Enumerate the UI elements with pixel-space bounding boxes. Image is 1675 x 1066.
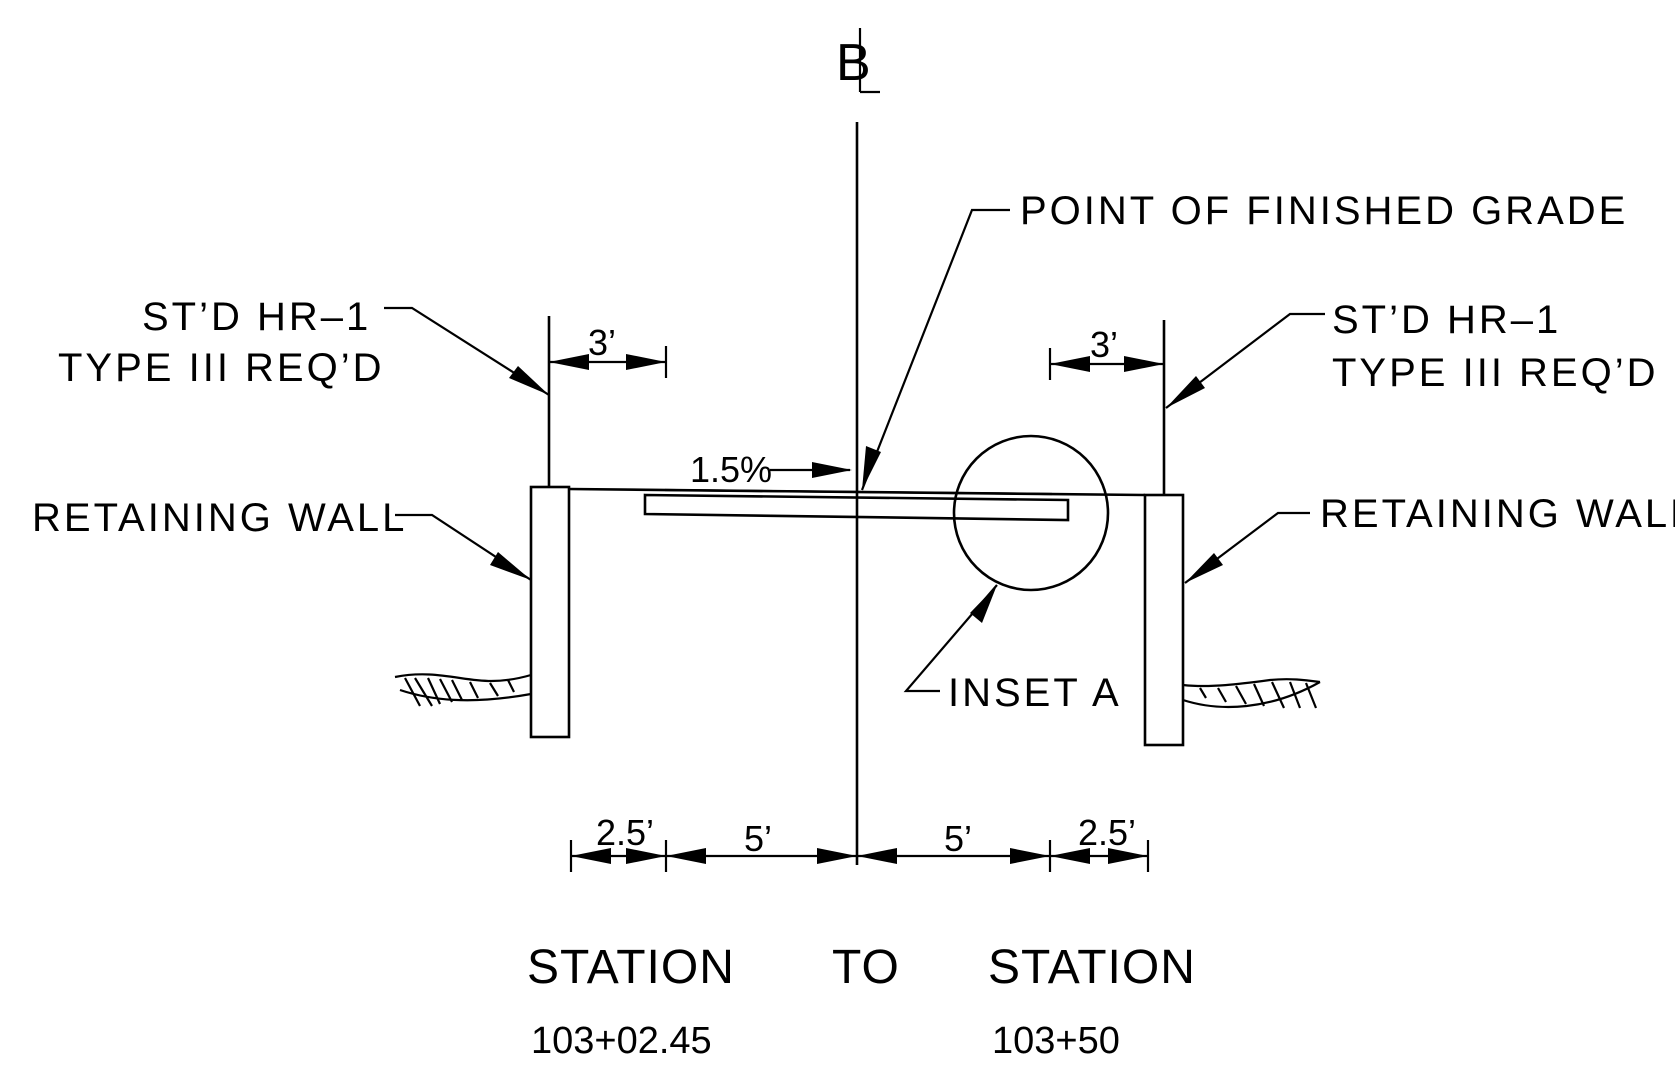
station-start-value: 103+02.45 bbox=[531, 1020, 712, 1062]
station-end-value: 103+50 bbox=[992, 1020, 1120, 1062]
baseline-symbol: B bbox=[836, 28, 880, 94]
inset-a-circle bbox=[952, 434, 1110, 592]
leader-std-left: ST’D HR–1 TYPE III REQ’D bbox=[58, 295, 550, 396]
station-start-label: STATION bbox=[527, 941, 735, 994]
label-retaining-wall-right: RETAINING WALL bbox=[1320, 492, 1675, 536]
leader-retaining-wall-right: RETAINING WALL bbox=[1184, 492, 1675, 584]
label-std-left-line1: ST’D HR–1 bbox=[142, 295, 371, 339]
leader-retaining-wall-left: RETAINING WALL bbox=[32, 496, 532, 581]
dimension-top-left-text: 3’ bbox=[588, 322, 616, 363]
label-std-right-line2: TYPE III REQ’D bbox=[1332, 351, 1659, 395]
dimension-bottom-chain: 2.5’ 5’ 5’ 2.5’ bbox=[569, 812, 1150, 872]
leader-inset-a: INSET A bbox=[903, 584, 1122, 715]
dimension-top-left: 3’ bbox=[547, 316, 668, 487]
leader-std-right: ST’D HR–1 TYPE III REQ’D bbox=[1165, 298, 1659, 409]
label-point-of-finished-grade: POINT OF FINISHED GRADE bbox=[1020, 189, 1628, 233]
retaining-wall-left bbox=[529, 485, 571, 739]
dimension-bottom-2: 5’ bbox=[744, 818, 772, 859]
slab bbox=[643, 493, 1070, 522]
dimension-bottom-4: 2.5’ bbox=[1078, 812, 1136, 853]
label-std-right-line1: ST’D HR–1 bbox=[1332, 298, 1561, 342]
ground-hatch-left bbox=[394, 673, 532, 707]
station-labels: STATION TO STATION 103+02.45 103+50 bbox=[527, 941, 1196, 1062]
station-to-label: TO bbox=[832, 941, 900, 994]
dimension-bottom-1: 2.5’ bbox=[596, 812, 654, 853]
label-retaining-wall-left: RETAINING WALL bbox=[32, 496, 407, 540]
dimension-top-right-text: 3’ bbox=[1090, 324, 1118, 365]
slope-annotation: 1.5% bbox=[690, 449, 852, 490]
label-inset-a: INSET A bbox=[948, 671, 1122, 715]
slab-top-line bbox=[664, 488, 1053, 496]
label-slope: 1.5% bbox=[690, 449, 772, 490]
leader-point-of-finished-grade: POINT OF FINISHED GRADE bbox=[860, 189, 1628, 491]
dimension-bottom-3: 5’ bbox=[944, 818, 972, 859]
station-end-label: STATION bbox=[988, 941, 1196, 994]
ground-hatch-right bbox=[1182, 678, 1321, 709]
retaining-wall-right bbox=[1143, 493, 1185, 747]
label-std-left-line2: TYPE III REQ’D bbox=[58, 346, 385, 390]
baseline-symbol-letter: B bbox=[836, 34, 871, 92]
dimension-top-right: 3’ bbox=[1048, 320, 1166, 495]
